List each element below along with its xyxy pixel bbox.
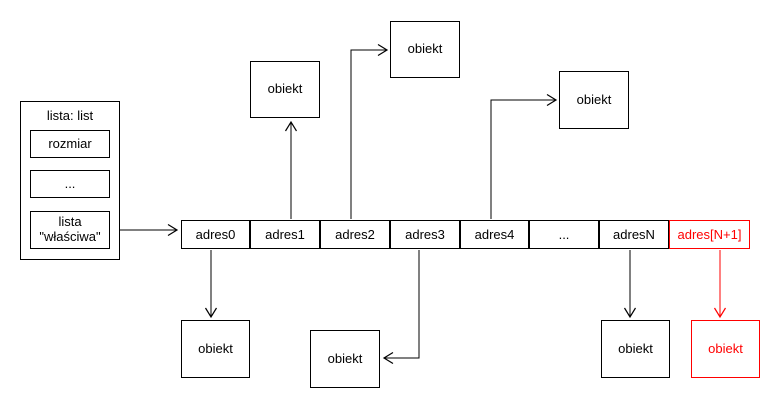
array-cell-adresN: adresN <box>599 220 669 249</box>
obiekt-box-bottom-3: obiekt <box>601 320 670 378</box>
array-cell-adres4: adres4 <box>460 220 529 249</box>
array-cell-adresN-plus-1: adres[N+1] <box>669 220 750 249</box>
obiekt-box-bottom-2: obiekt <box>310 330 380 388</box>
obiekt-box-bottom-4-red: obiekt <box>691 320 760 378</box>
arrow-adres4-to-obiekt-top <box>490 93 558 219</box>
list-field-lista-wlasciwa: lista "właściwa" <box>30 211 110 249</box>
arrow-adres2-to-obiekt-top <box>350 43 389 219</box>
array-cell-ellipsis: ... <box>529 220 599 249</box>
obiekt-box-top-3: obiekt <box>559 71 629 129</box>
array-cell-adres2: adres2 <box>320 220 390 249</box>
obiekt-box-bottom-1: obiekt <box>181 320 250 378</box>
obiekt-box-top-1: obiekt <box>250 61 320 118</box>
obiekt-box-top-2: obiekt <box>390 21 460 78</box>
array-cell-adres3: adres3 <box>390 220 460 249</box>
list-field-rozmiar: rozmiar <box>30 130 110 158</box>
array-cell-adres1: adres1 <box>250 220 320 249</box>
address-array: adres0 adres1 adres2 adres3 adres4 ... a… <box>181 220 750 249</box>
arrow-adres3-to-obiekt-left <box>382 250 420 365</box>
array-cell-adres0: adres0 <box>181 220 250 249</box>
list-field-ellipsis: ... <box>30 170 110 198</box>
list-struct-title: lista: list <box>46 108 94 123</box>
